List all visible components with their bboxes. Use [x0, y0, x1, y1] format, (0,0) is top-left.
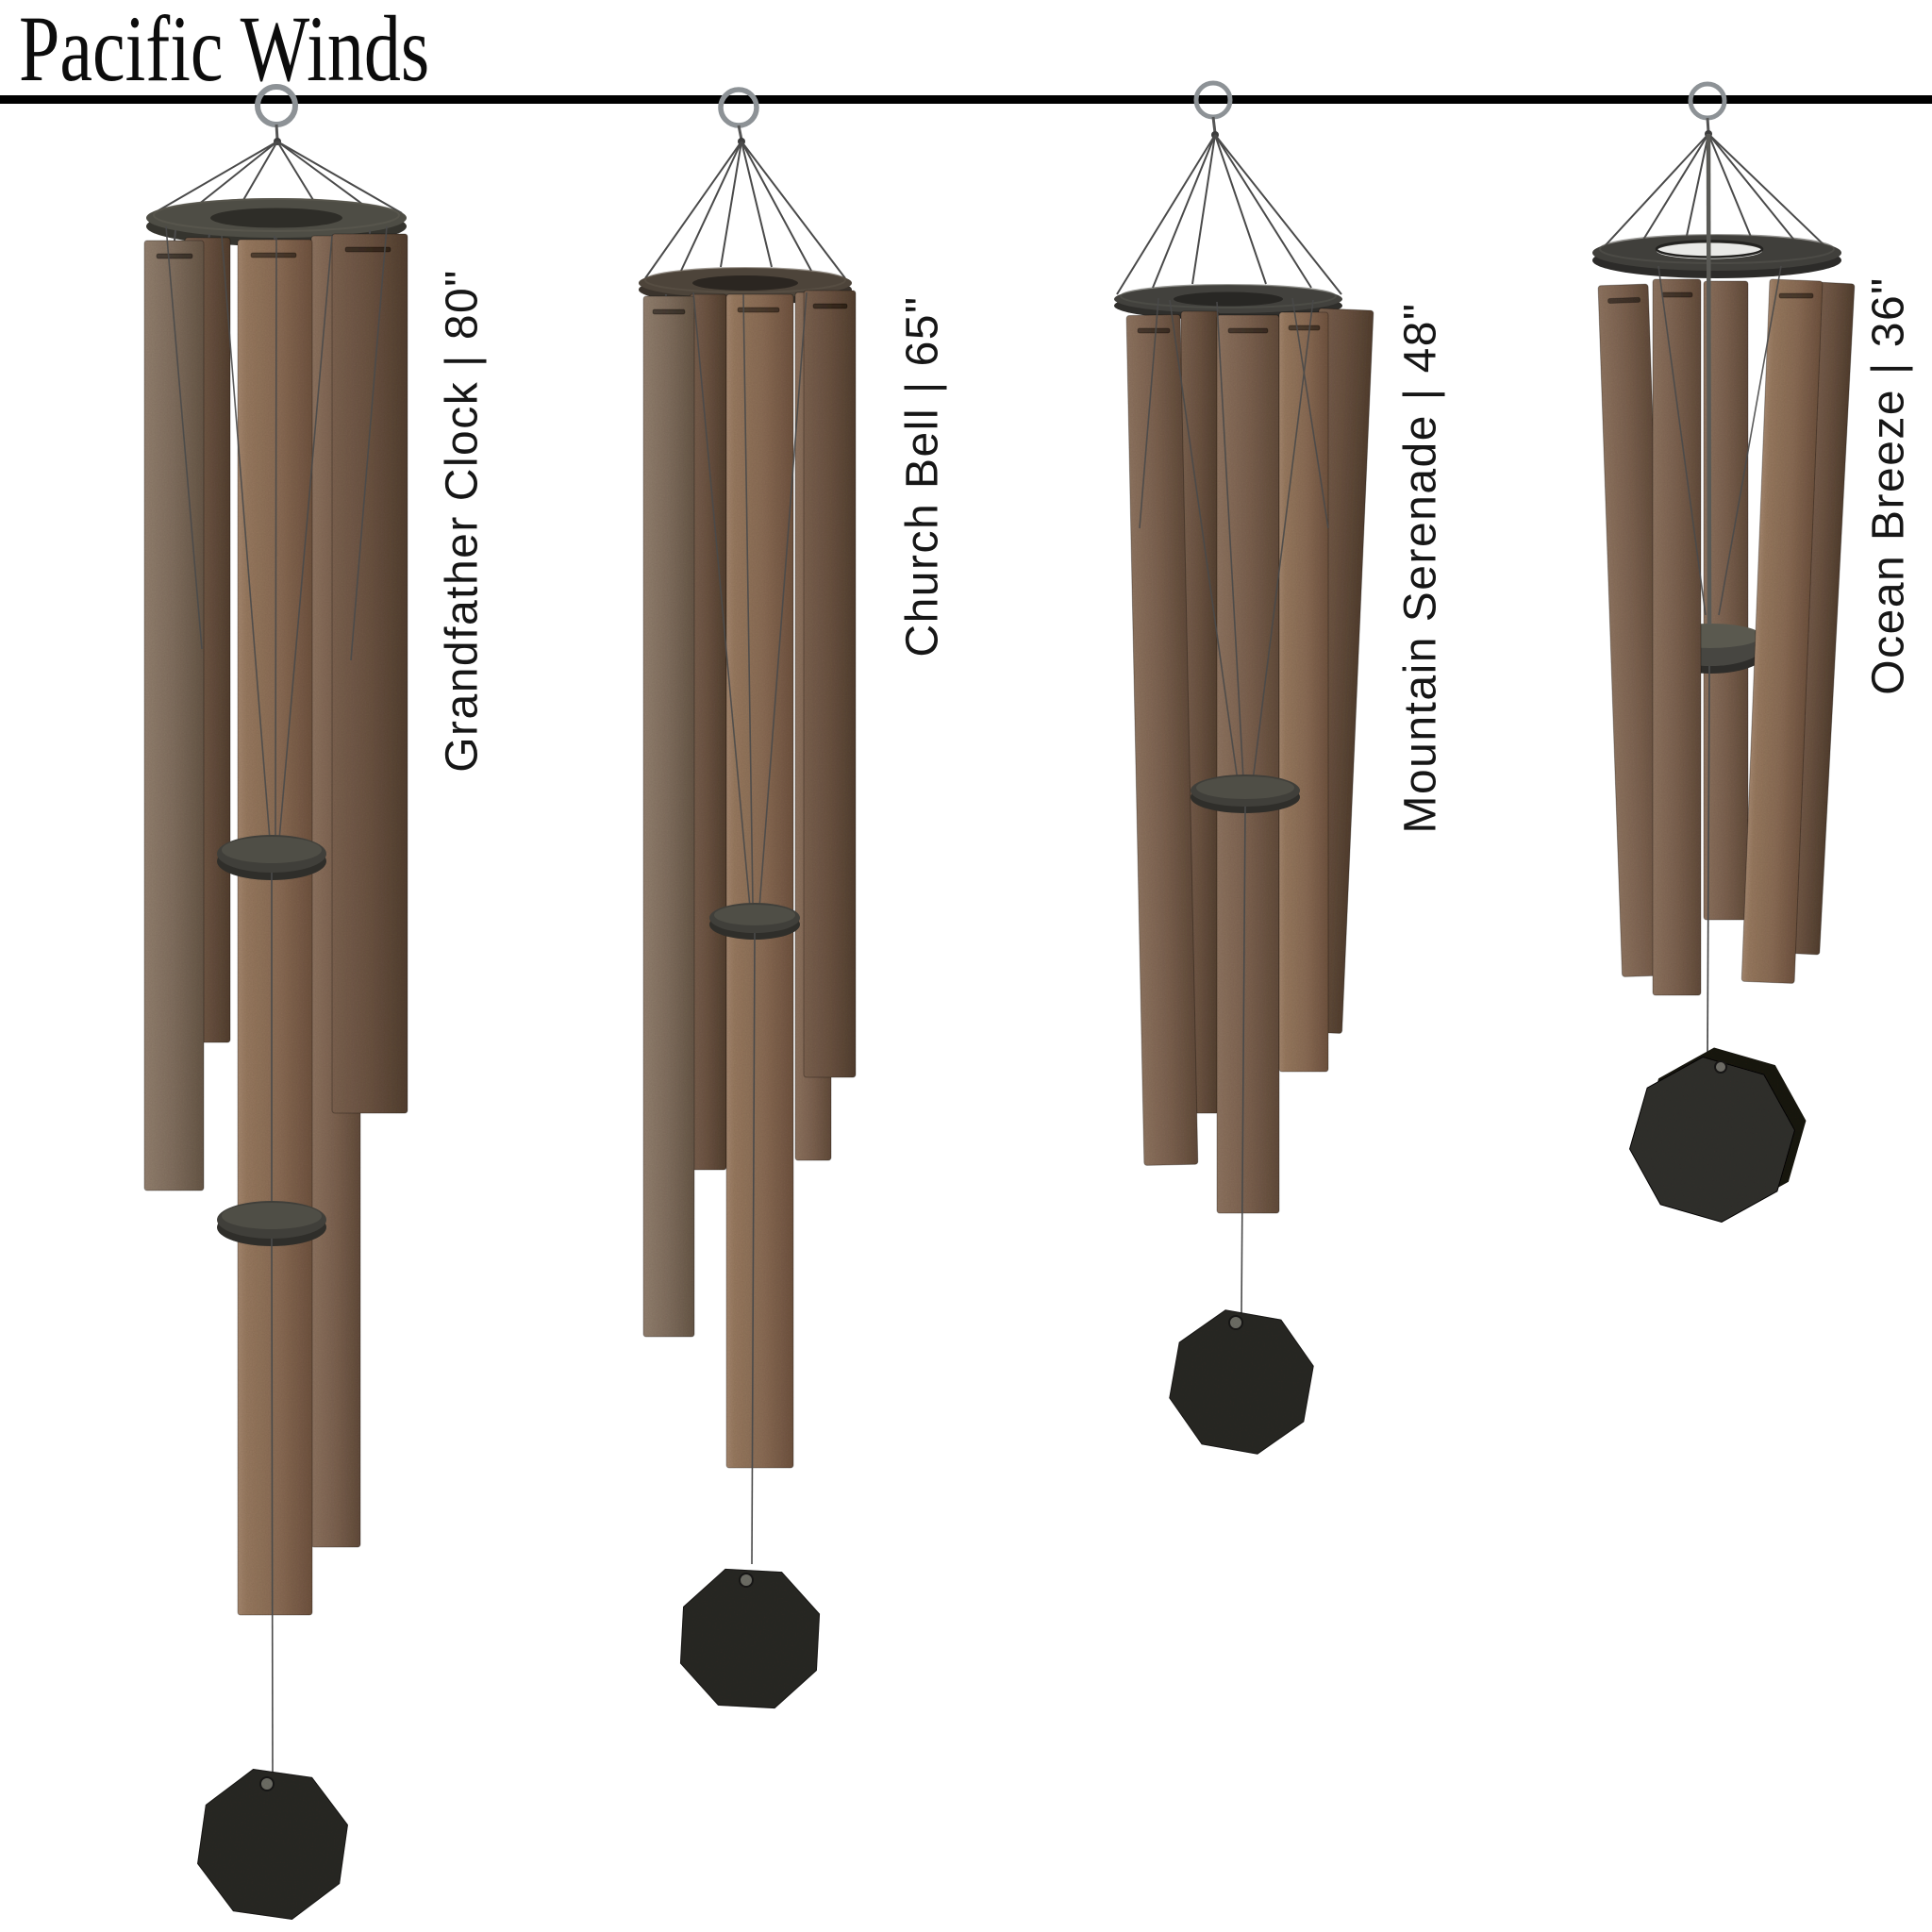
chime-tubes [1125, 308, 1374, 1214]
suspension-strings [1603, 133, 1829, 250]
product-label-grandfather-clock: Grandfather Clock | 80" [437, 269, 488, 773]
product-label-church-bell: Church Bell | 65" [897, 295, 948, 658]
chime-tube [689, 293, 727, 1171]
striker-disk [1191, 774, 1300, 813]
chime-tube [237, 239, 313, 1616]
wind-sail [679, 1568, 821, 1709]
chime-mountain-serenade [1114, 80, 1374, 1455]
striker-disk [709, 903, 800, 940]
product-label-mountain-serenade: Mountain Serenade | 48" [1395, 302, 1446, 834]
striker-disk [217, 1201, 326, 1246]
chime-tube [1125, 313, 1199, 1166]
center-rod [1706, 133, 1712, 625]
canopy [1592, 234, 1841, 278]
chime-ocean-breeze [1592, 81, 1856, 1223]
chime-tube [1652, 278, 1702, 996]
chime-church-bell [639, 87, 857, 1709]
chime-tube [1216, 314, 1280, 1214]
hanger-ring-icon [1193, 80, 1233, 120]
page-title: Pacific Winds [19, 0, 430, 101]
suspension-strings [644, 141, 846, 279]
hanger-ring-icon [1688, 81, 1727, 121]
chime-tube [1278, 311, 1329, 1073]
chime-tubes [1607, 278, 1824, 996]
striker-disk [217, 835, 326, 880]
hanger-ring-icon [255, 84, 298, 127]
chime-tube [1740, 278, 1824, 984]
suspension-strings [1116, 134, 1342, 295]
wind-sail [197, 1769, 348, 1920]
inner-strings [165, 225, 388, 841]
chime-tube [725, 293, 794, 1469]
chime-tube [642, 295, 695, 1338]
product-label-ocean-breeze: Ocean Breeze | 36" [1863, 276, 1914, 695]
title-underline [0, 95, 1932, 104]
chime-tube [143, 240, 205, 1191]
chime-tube [803, 290, 857, 1078]
suspension-strings [153, 141, 403, 214]
chime-grandfather-clock [143, 84, 408, 1920]
inner-strings [1657, 265, 1782, 616]
wind-sail [1169, 1309, 1314, 1455]
chime-tube [331, 233, 408, 1114]
wind-sail [1629, 1047, 1807, 1223]
inner-strings [692, 291, 808, 908]
hanger-ring-icon [718, 87, 759, 128]
chime-tubes [642, 290, 857, 1469]
inner-strings [1139, 297, 1329, 782]
